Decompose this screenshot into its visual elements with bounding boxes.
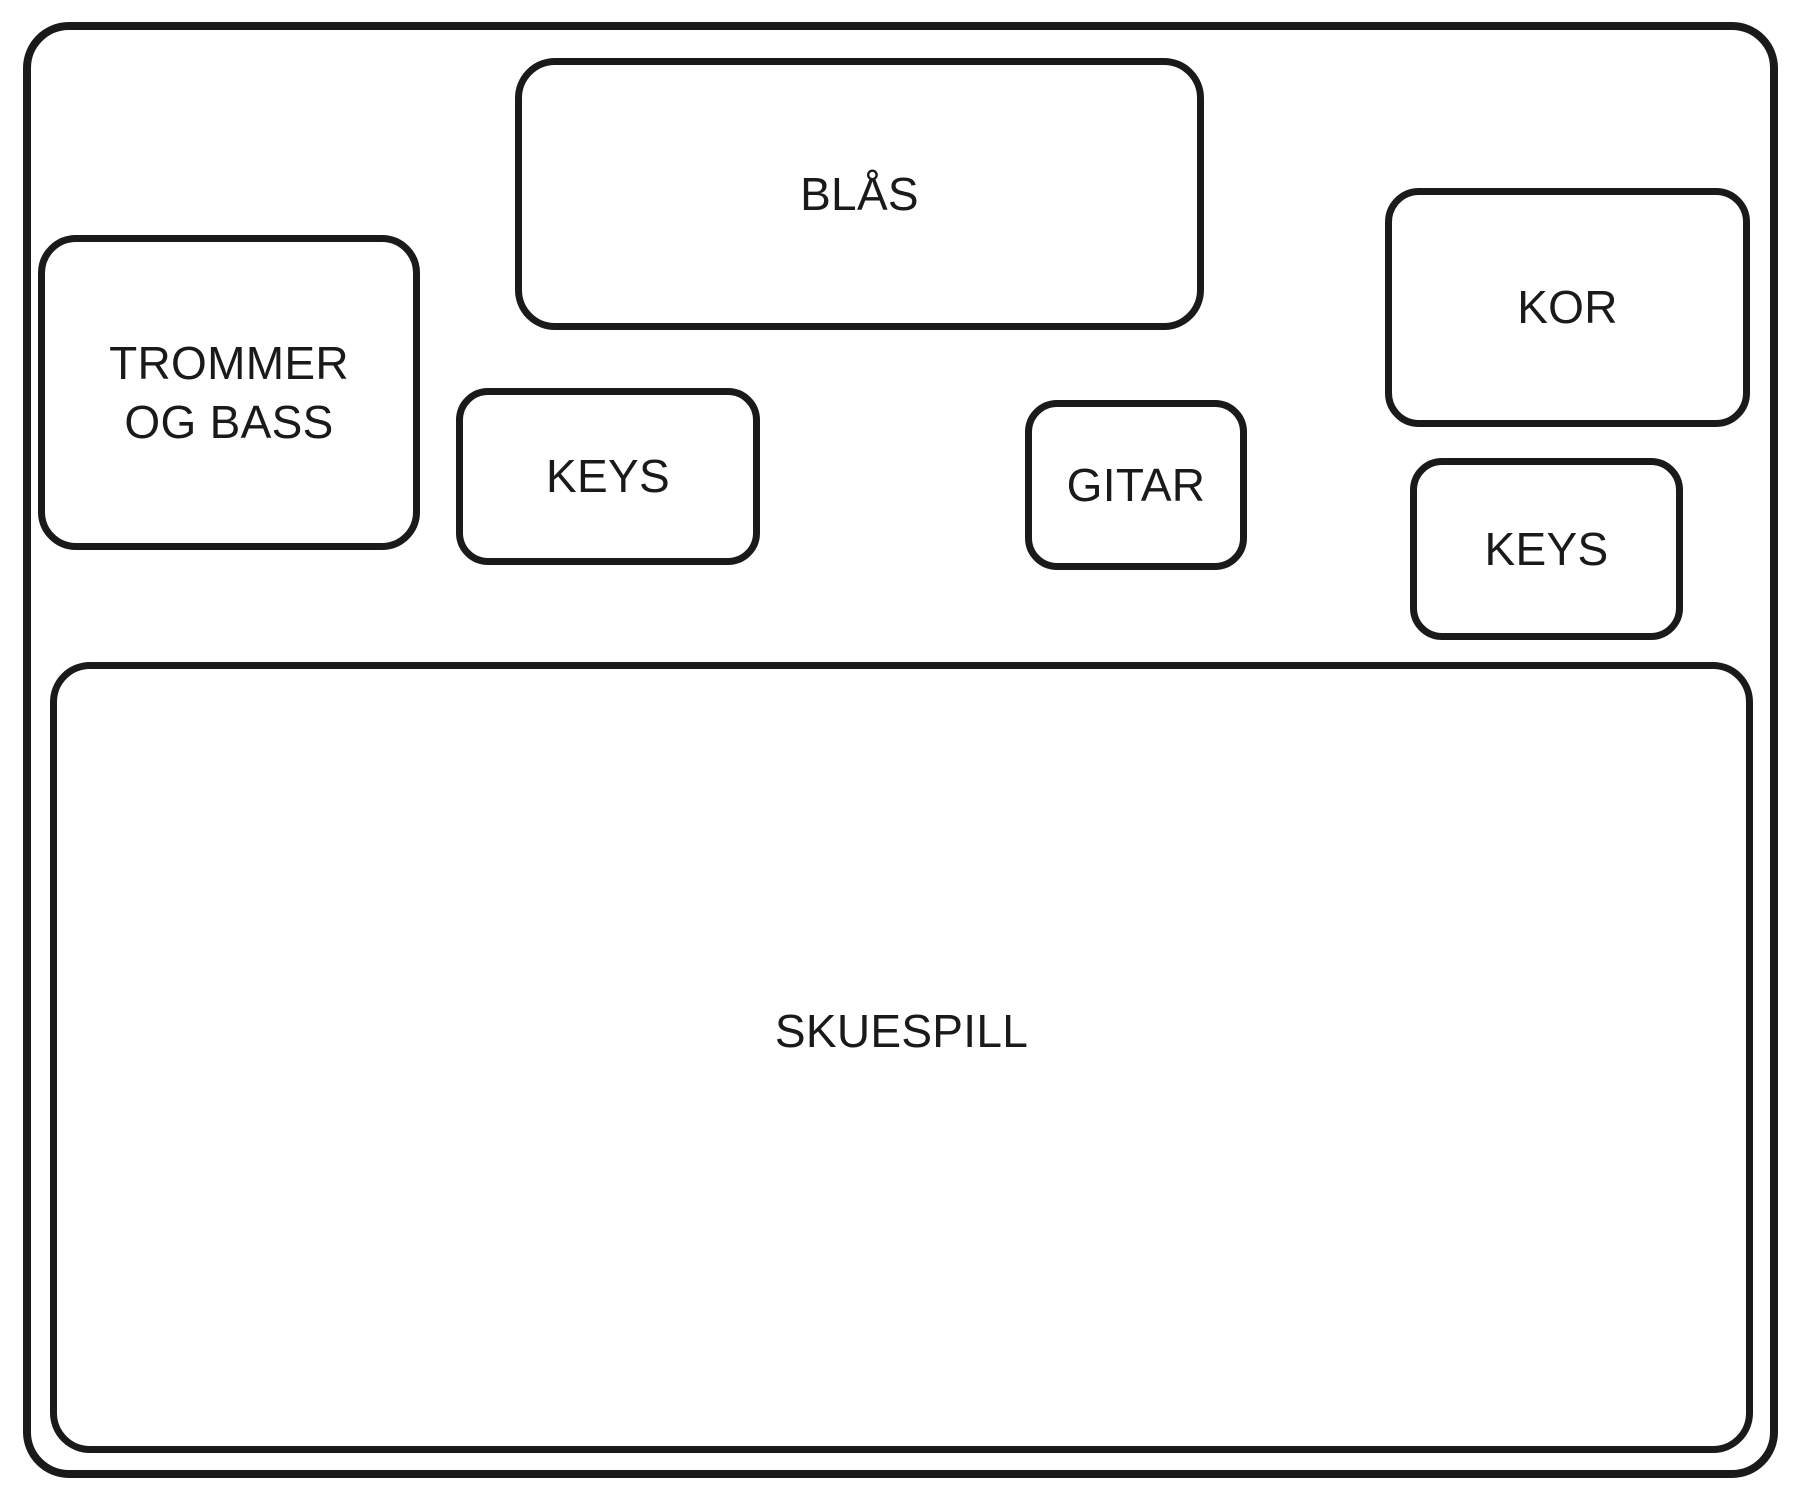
zone-skuespill-label: SKUESPILL: [774, 1005, 1029, 1057]
zone-gitar[interactable]: GITAR: [1025, 400, 1247, 570]
zone-skuespill[interactable]: SKUESPILL: [50, 662, 1753, 1453]
zone-keys-right[interactable]: KEYS: [1410, 458, 1683, 640]
zone-blas-label: BLÅS: [800, 167, 919, 220]
zone-keys-left[interactable]: KEYS: [456, 388, 760, 565]
zone-kor[interactable]: KOR: [1385, 188, 1750, 427]
zone-trommer-og-bass[interactable]: TROMMER OG BASS: [38, 235, 420, 550]
zone-keys-right-label: KEYS: [1484, 522, 1609, 575]
zone-keys-left-label: KEYS: [546, 450, 670, 503]
zone-kor-label: KOR: [1517, 281, 1618, 334]
zone-blas[interactable]: BLÅS: [515, 58, 1204, 330]
zone-trommer-og-bass-label: TROMMER OG BASS: [109, 336, 349, 448]
zone-gitar-label: GITAR: [1066, 458, 1206, 511]
